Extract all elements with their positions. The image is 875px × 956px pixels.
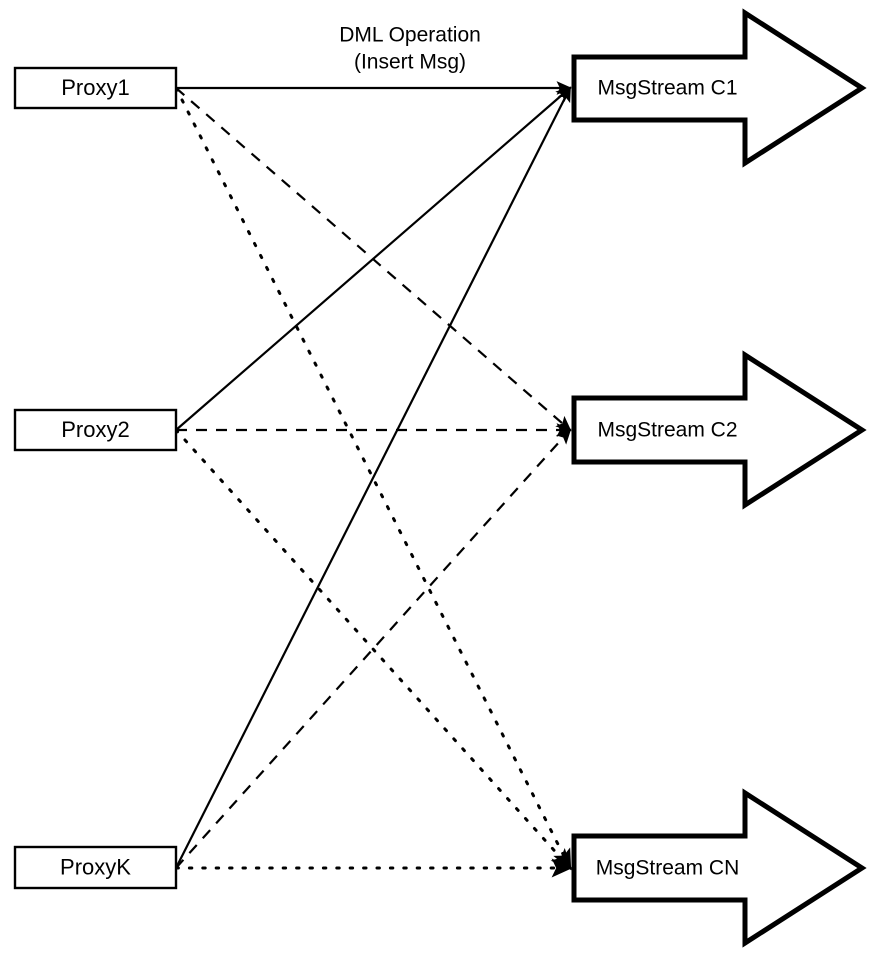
edge-proxy2-c1	[175, 86, 572, 431]
stream_cn[interactable]: MsgStream CN	[571, 788, 867, 948]
edge-proxyk-c1	[175, 86, 571, 869]
stream_c2-label: MsgStream C2	[597, 419, 737, 442]
proxy2-label: Proxy2	[61, 417, 129, 442]
caption-line-1: DML Operation	[339, 24, 481, 47]
streams-layer: MsgStream C1 MsgStream C2 MsgStream CN	[571, 8, 867, 948]
proxyk-label: ProxyK	[60, 854, 131, 879]
proxy2-box	[13, 408, 178, 452]
stream_c1-shape	[571, 8, 867, 168]
stream_c1[interactable]: MsgStream C1	[571, 8, 867, 168]
edge-proxy2-cn	[174, 428, 572, 870]
proxy2[interactable]: Proxy2	[13, 408, 178, 452]
stream_c1-label: MsgStream C1	[597, 77, 737, 100]
proxy1-box	[13, 66, 178, 110]
edge-proxyk-c2	[175, 428, 572, 869]
stream_cn-shape	[571, 788, 867, 948]
dml-operation-caption: DML Operation (Insert Msg)	[339, 24, 481, 74]
edges-layer	[174, 81, 573, 878]
stream_c2-shape	[571, 350, 867, 510]
proxy1[interactable]: Proxy1	[13, 66, 178, 110]
proxy1-label: Proxy1	[61, 75, 129, 100]
stream_c2[interactable]: MsgStream C2	[571, 350, 867, 510]
proxyk-box	[13, 845, 178, 890]
proxyk[interactable]: ProxyK	[13, 845, 178, 890]
caption-line-2: (Insert Msg)	[354, 51, 466, 74]
stream_cn-label: MsgStream CN	[596, 857, 740, 880]
